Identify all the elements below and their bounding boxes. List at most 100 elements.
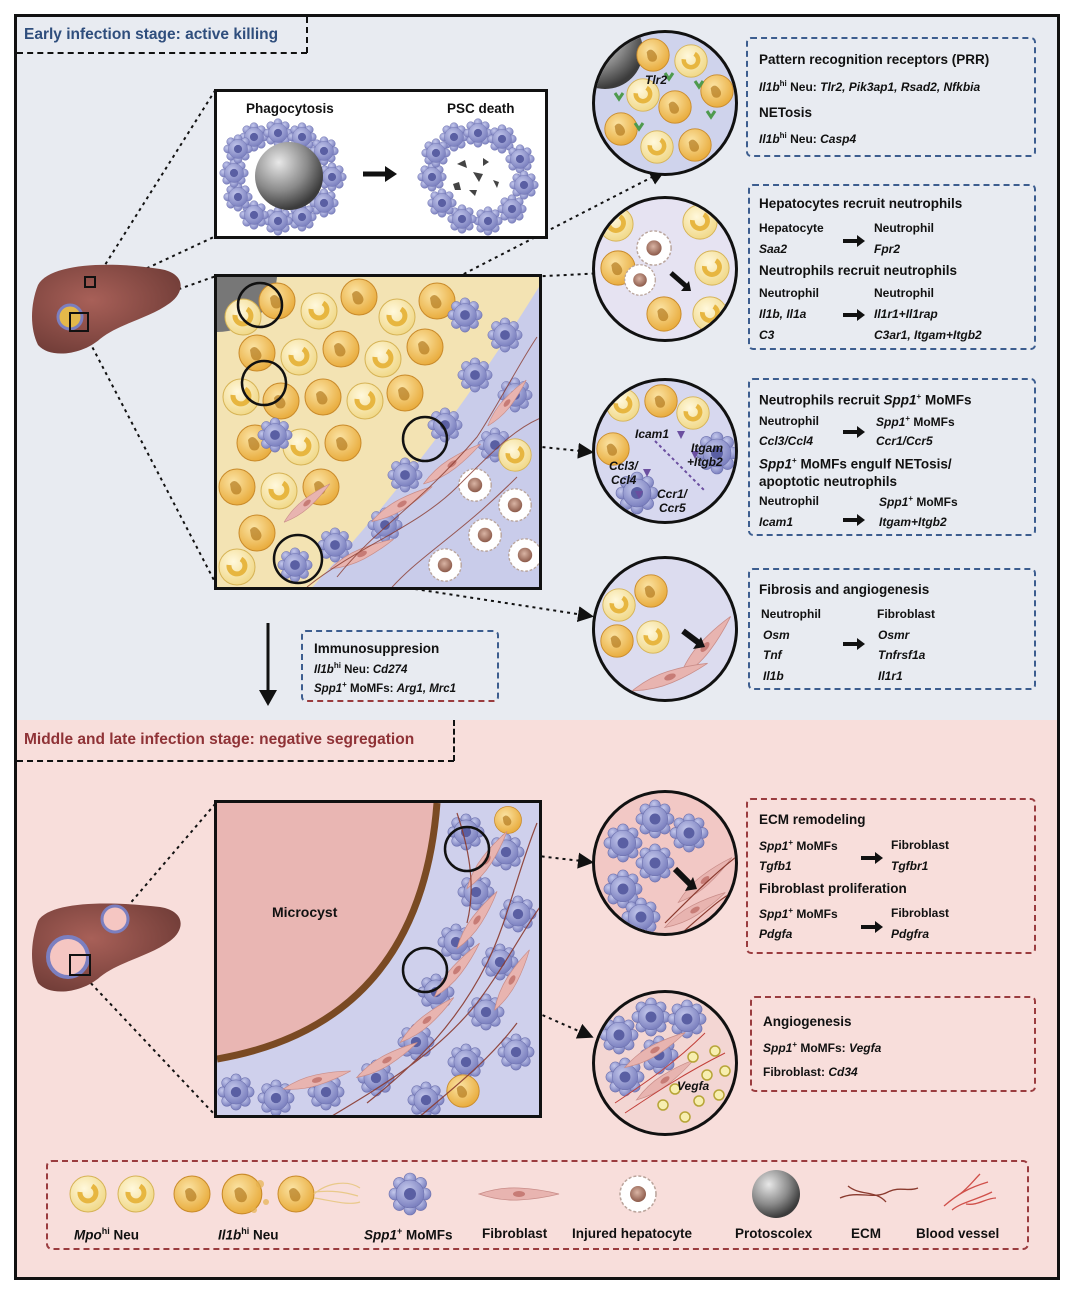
icam1-label: Icam1 xyxy=(635,427,670,441)
ccl3-label: Ccl3/ xyxy=(609,459,638,473)
itgb2-label: +Itgb2 xyxy=(687,455,723,469)
recruit-box: Hepatocytes recruit neutrophils Hepatocy… xyxy=(748,184,1036,350)
ecm-dst2-target: Pdgfra xyxy=(891,927,930,941)
angio-box: Angiogenesis Spp1+ MoMFs: Vegfa Fibrobla… xyxy=(750,996,1036,1092)
circle-angio: Vegfa xyxy=(592,990,738,1136)
spp1-title2: Spp1+ MoMFs engulf NETosis/ xyxy=(759,456,952,472)
psc-death-label: PSC death xyxy=(447,101,515,116)
legend-icons xyxy=(48,1170,997,1218)
angio-title: Angiogenesis xyxy=(763,1014,852,1029)
legend-spp1-momfs: Spp1+ MoMFs xyxy=(364,1226,453,1243)
circle-spp1: Icam1 Itgam +Itgb2 Ccl3/ Ccl4 Ccr1/ Ccr5 xyxy=(592,378,738,524)
phagocytosis-label: Phagocytosis xyxy=(246,101,334,116)
microcyst-label: Microcyst xyxy=(272,904,338,920)
spp1-illustration xyxy=(596,384,735,515)
phagocytosis-illustration xyxy=(219,118,539,236)
legend-mpo-neu: Mpohi Neu xyxy=(74,1226,140,1243)
circle-recruit xyxy=(592,196,738,342)
angio-illustration xyxy=(599,997,731,1123)
circle-prr: Tlr2 xyxy=(592,30,738,176)
spp1-src1: Neutrophil xyxy=(759,414,819,428)
itgam-label: Itgam xyxy=(691,441,724,455)
early-stage-title: Early infection stage: active killing xyxy=(24,26,279,43)
recruit-arrow2 xyxy=(843,309,865,321)
angio-line1: Spp1+ MoMFs: Vegfa xyxy=(763,1040,882,1055)
recruit-src2: Neutrophil xyxy=(759,286,819,300)
ecm-dst1: Fibroblast xyxy=(891,838,950,852)
ecm-box: ECM remodeling Spp1+ MoMFs Fibroblast Tg… xyxy=(746,798,1036,954)
recruit-dst1-gene: Fpr2 xyxy=(874,242,901,256)
ecm-dst2: Fibroblast xyxy=(891,906,950,920)
early-title-divider xyxy=(306,17,308,53)
fibrosis-src-gene: Tnf xyxy=(763,648,782,662)
spp1-dst1-targets: Ccr1/Ccr5 xyxy=(876,434,933,448)
recruit-illustration xyxy=(595,199,738,342)
recruit-title2: Neutrophils recruit neutrophils xyxy=(759,263,958,278)
recruit-dst1: Neutrophil xyxy=(874,221,934,235)
fibrosis-title: Fibrosis and angiogenesis xyxy=(759,582,930,597)
circle-fibrosis xyxy=(592,556,738,702)
ecm-arrow1 xyxy=(861,852,883,864)
spp1-dst2: Spp1+ MoMFs xyxy=(879,494,958,509)
fibrosis-dst-gene: Il1r1 xyxy=(878,669,903,683)
recruit-src1: Hepatocyte xyxy=(759,221,824,235)
ccr1-label: Ccr1/ xyxy=(657,487,688,501)
ecm-src1: Spp1+ MoMFs xyxy=(759,838,838,853)
fibrosis-src: Neutrophil xyxy=(761,607,821,621)
recruit-src2-gene-a: Il1b, Il1a xyxy=(759,307,807,321)
fibrosis-box: Fibrosis and angiogenesis Neutrophil Fib… xyxy=(748,568,1036,690)
legend-protoscolex: Protoscolex xyxy=(735,1226,813,1241)
prr-title: Pattern recognition receptors (PRR) xyxy=(759,52,990,67)
late-tissue-panel: Microcyst xyxy=(214,800,542,1118)
spp1-arrow1 xyxy=(843,426,865,438)
spp1-dst1: Spp1+ MoMFs xyxy=(876,414,955,429)
spp1-src1-gene: Ccl3/Ccl4 xyxy=(759,434,814,448)
tlr2-label: Tlr2 xyxy=(645,73,668,87)
angio-line2: Fibroblast: Cd34 xyxy=(763,1065,858,1079)
ecm-arrow2 xyxy=(861,921,883,933)
fibroblast-prolif-title: Fibroblast proliferation xyxy=(759,881,907,896)
spp1-title1: Neutrophils recruit Spp1+ MoMFs xyxy=(759,392,972,408)
legend-injured-hepatocyte: Injured hepatocyte xyxy=(572,1226,693,1241)
fibrosis-illustration xyxy=(600,574,735,697)
legend-fibroblast: Fibroblast xyxy=(482,1226,548,1241)
ecm-src1-target: Tgfb1 xyxy=(759,859,792,873)
circle-ecm xyxy=(592,790,738,936)
vegfa-label: Vegfa xyxy=(677,1079,710,1093)
prr-line1: Il1bhi Neu: Tlr2, Pik3ap1, Rsad2, Nfkbia xyxy=(759,79,981,94)
fibrosis-dst: Fibroblast xyxy=(877,607,936,621)
legend-blood-vessel: Blood vessel xyxy=(916,1226,1000,1241)
ccl4-label: Ccl4 xyxy=(611,473,637,487)
fibrosis-src-gene: Osm xyxy=(763,628,790,642)
late-stage-title: Middle and late infection stage: negativ… xyxy=(24,731,415,748)
late-tissue-illustration xyxy=(217,803,539,1115)
spp1-box: Neutrophils recruit Spp1+ MoMFs Neutroph… xyxy=(748,378,1036,536)
recruit-dst2-gene-a: Il1r1+Il1rap xyxy=(874,307,938,321)
early-title-underline xyxy=(17,52,307,54)
fibrosis-dst-gene: Tnfrsf1a xyxy=(878,648,926,662)
legend-il1b-neu: Il1bhi Neu xyxy=(218,1226,279,1243)
legend-ecm: ECM xyxy=(851,1226,881,1241)
recruit-src2-gene-b: C3 xyxy=(759,328,775,342)
spp1-src2: Neutrophil xyxy=(759,494,819,508)
fibrosis-arrow xyxy=(843,638,865,650)
immuno-line2: Spp1+ MoMFs: Arg1, Mrc1 xyxy=(314,680,457,695)
early-tissue-illustration xyxy=(217,277,539,587)
immuno-box: Immunosuppresion Il1bhi Neu: Cd274 Spp1+… xyxy=(301,630,499,702)
prr-line2: Il1bhi Neu: Casp4 xyxy=(759,131,857,146)
ccr5-label: Ccr5 xyxy=(659,501,686,515)
ecm-src2: Spp1+ MoMFs xyxy=(759,906,838,921)
immuno-title: Immunosuppresion xyxy=(314,641,440,656)
recruit-title1: Hepatocytes recruit neutrophils xyxy=(759,196,963,211)
prr-box: Pattern recognition receptors (PRR) Il1b… xyxy=(746,37,1036,157)
prr-illustration xyxy=(595,33,734,176)
legend: Mpohi Neu Il1bhi Neu Spp1+ MoMFs Fibrobl… xyxy=(46,1160,1029,1250)
ecm-dst1-target: Tgfbr1 xyxy=(891,859,929,873)
phagocytosis-panel: Phagocytosis PSC death xyxy=(214,89,548,239)
early-tissue-panel xyxy=(214,274,542,590)
spp1-arrow2 xyxy=(843,514,865,526)
late-title-divider xyxy=(453,720,455,761)
recruit-src1-gene: Saa2 xyxy=(759,242,788,256)
fibrosis-src-gene: Il1b xyxy=(763,669,784,683)
late-title-underline xyxy=(17,760,454,762)
